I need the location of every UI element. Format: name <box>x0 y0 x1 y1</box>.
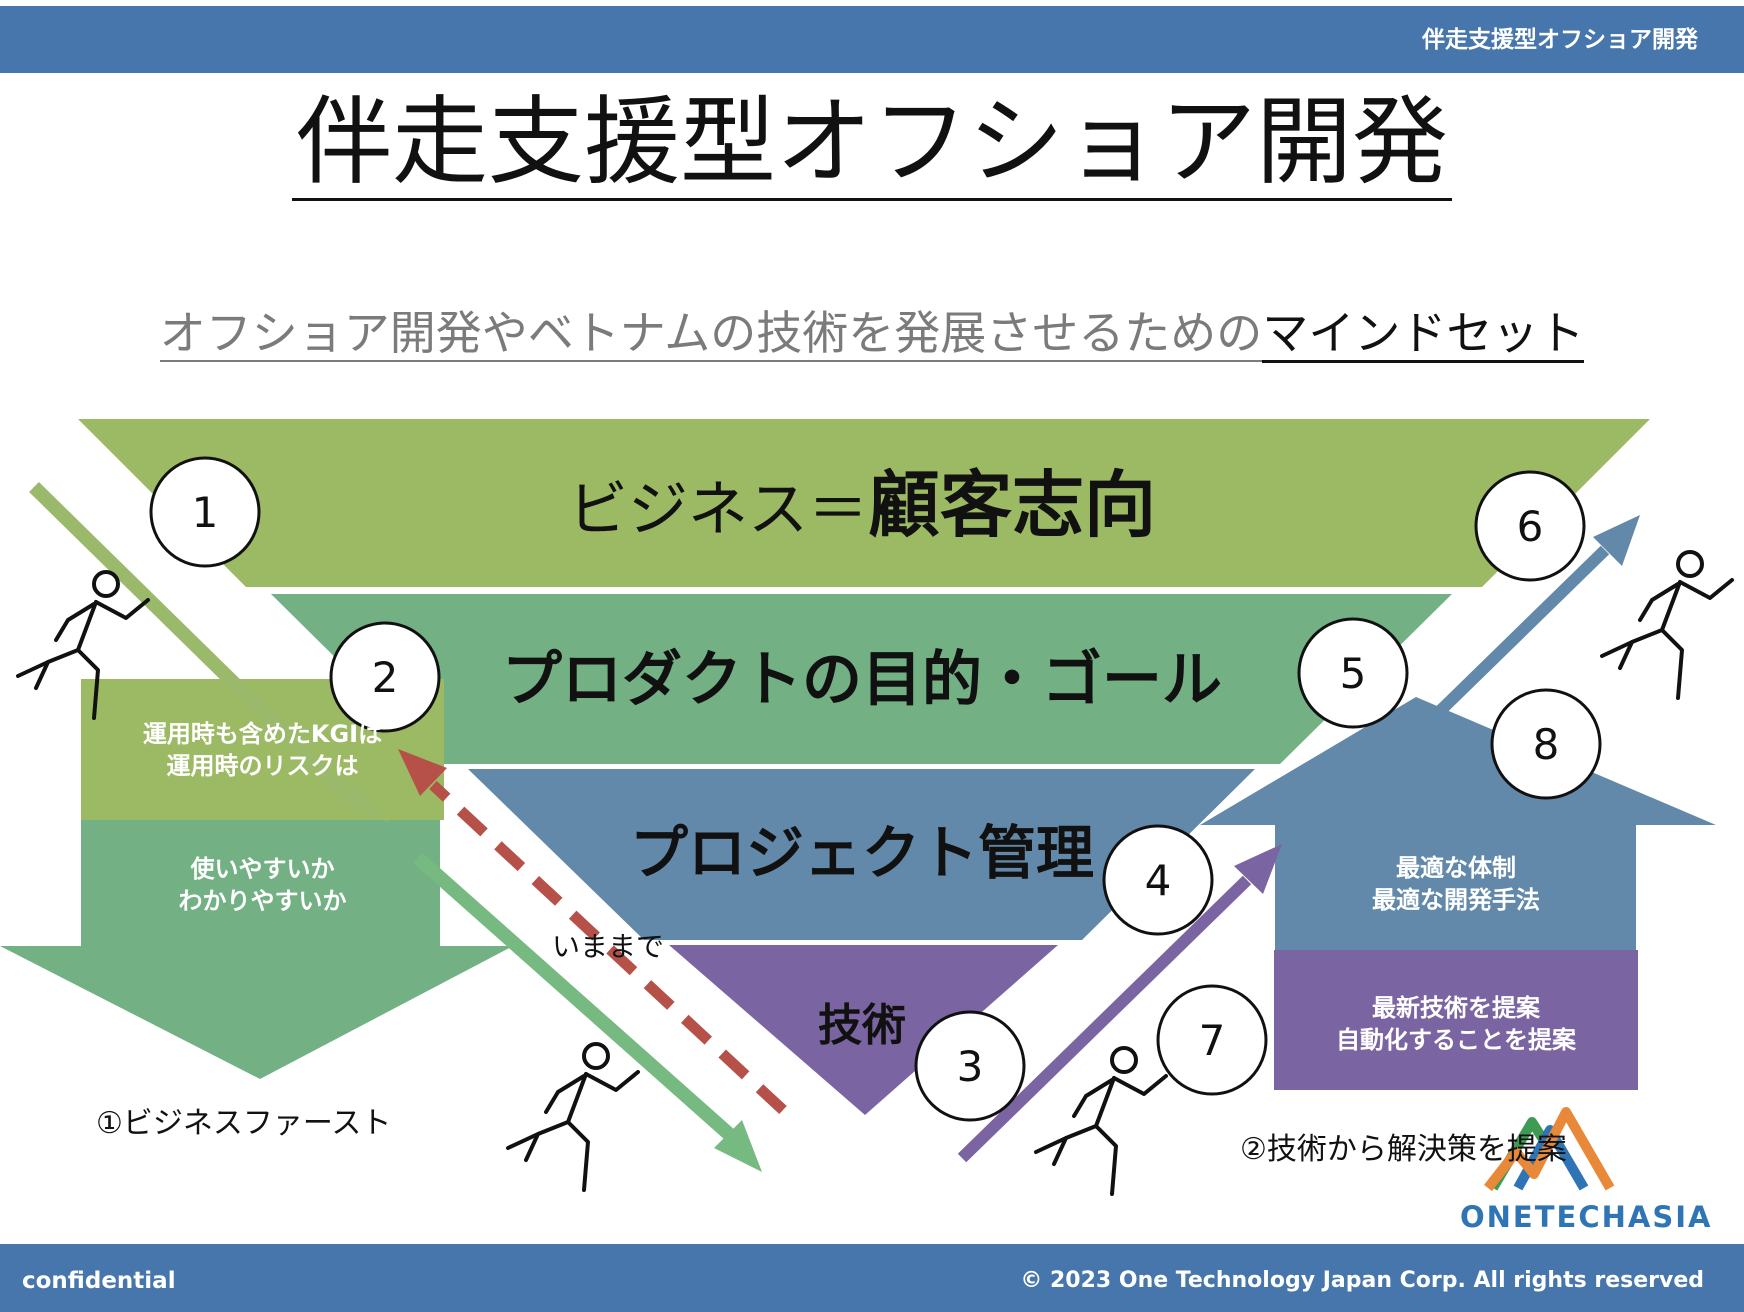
step-circle-2: 2 <box>329 621 441 733</box>
blue-arrow-line <box>1311 545 1610 837</box>
step-number: 8 <box>1533 720 1560 769</box>
step-circle-8: 8 <box>1490 688 1602 800</box>
step-number: 5 <box>1340 649 1367 698</box>
logo-text: ONETECHASIA <box>1460 1200 1713 1234</box>
left-box-top-text: 運用時も含めたKGIは 運用時のリスクは <box>81 718 444 782</box>
right-box-bottom-line: 最新技術を提案 <box>1372 994 1540 1022</box>
olive-arrow-line <box>29 482 350 797</box>
step-circle-5: 5 <box>1297 617 1409 729</box>
business-emphasis: 顧客志向 <box>868 463 1156 547</box>
step-number: 2 <box>372 653 399 702</box>
funnel-layer-project <box>468 769 1255 940</box>
step-circle-4: 4 <box>1102 824 1214 936</box>
step-number: 6 <box>1517 502 1544 551</box>
left-box-bottom-line: 使いやすいか <box>190 855 335 883</box>
step-circle-1: 1 <box>149 456 261 568</box>
runner-icon <box>1600 550 1734 700</box>
red-dashed-arrow-line <box>429 780 787 1115</box>
funnel-layer-business <box>78 419 1650 587</box>
funnel-layer-tech <box>669 945 1058 1115</box>
funnel-text-project: プロジェクト管理 <box>630 819 1094 887</box>
step-circle-3: 3 <box>914 1010 1026 1122</box>
footer-confidential: confidential <box>22 1268 176 1294</box>
step-number: 1 <box>192 488 219 537</box>
label-tech-solution: ②技術から解決策を提案 <box>1240 1132 1567 1167</box>
runner-icon <box>506 1042 640 1192</box>
right-box-bottom-text: 最新技術を提案 自動化することを提案 <box>1274 992 1638 1056</box>
label-business-first: ①ビジネスファースト <box>96 1106 392 1141</box>
step-circle-7: 7 <box>1156 984 1268 1096</box>
blue-arrowhead <box>1593 515 1640 566</box>
runner-icon <box>1034 1046 1168 1196</box>
step-number: 3 <box>957 1042 984 1091</box>
step-number: 4 <box>1145 856 1172 905</box>
step-number: 7 <box>1199 1016 1226 1065</box>
funnel-text-tech: 技術 <box>818 1000 906 1051</box>
runner-icon <box>16 570 150 720</box>
subtitle: オフショア開発やベトナムの技術を発展させるためのマインドセット <box>0 297 1744 363</box>
purple-arrow-line <box>957 875 1252 1163</box>
left-box-top-line: 運用時も含めたKGIは <box>142 720 383 748</box>
red-dashed-arrowhead <box>398 749 447 796</box>
label-until-now: いままで <box>552 930 665 963</box>
left-box-bottom-text: 使いやすいか わかりやすいか <box>81 853 444 917</box>
header-label: 伴走支援型オフショア開発 <box>1422 27 1698 53</box>
logo-mark <box>1484 1107 1615 1192</box>
funnel-text-product: プロダクトの目的・ゴール <box>502 645 1222 715</box>
page-title: 伴走支援型オフショア開発 <box>0 86 1744 201</box>
step-circle-6: 6 <box>1474 470 1586 582</box>
funnel-layer-product <box>271 594 1452 764</box>
left-box-bottom-line: わかりやすいか <box>178 887 347 915</box>
purple-arrowhead <box>1234 844 1282 894</box>
right-box-top-line: 最適な開発手法 <box>1372 886 1540 914</box>
right-box-bottom <box>1274 950 1638 1090</box>
green-arrow-line <box>413 852 735 1141</box>
olive-arrowhead <box>337 783 389 822</box>
subtitle-gray: オフショア開発やベトナムの技術を発展させるための <box>159 306 1263 362</box>
green-arrowhead <box>714 1120 762 1172</box>
right-box-bottom-line: 自動化することを提案 <box>1336 1026 1576 1054</box>
left-down-arrow <box>0 820 513 1079</box>
right-box-top-line: 最適な体制 <box>1396 854 1516 882</box>
footer-bar <box>0 1244 1744 1312</box>
right-box-top-text: 最適な体制 最適な開発手法 <box>1274 852 1638 916</box>
business-prefix: ビジネス＝ <box>568 475 868 545</box>
footer-copyright: © 2023 One Technology Japan Corp. All ri… <box>1020 1268 1704 1293</box>
subtitle-dark: マインドセット <box>1262 306 1585 363</box>
page-title-text: 伴走支援型オフショア開発 <box>292 86 1452 201</box>
left-box-top-line: 運用時のリスクは <box>166 752 359 780</box>
funnel-text-business: ビジネス＝顧客志向 <box>568 463 1156 547</box>
right-up-arrow <box>1200 697 1716 953</box>
header-bar <box>0 6 1744 73</box>
